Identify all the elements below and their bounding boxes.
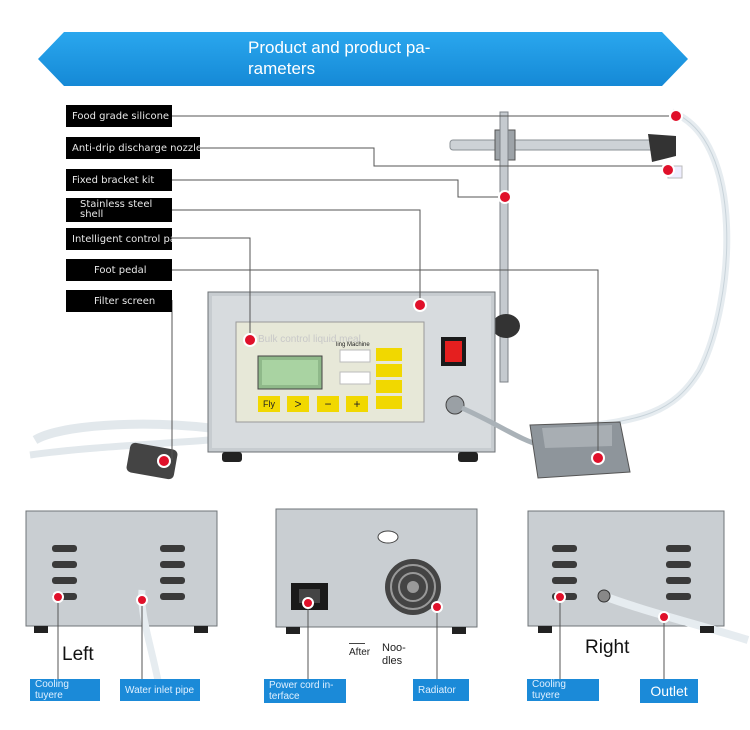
noodles-text: Noo- dles [382,642,406,667]
label-power-cord: Power cord in- terface [264,679,346,703]
panel-title: Bulk control liquid meal [258,334,361,345]
label-shell: Stainless steel shell [66,198,172,222]
label-water-inlet: Water inlet pipe [120,679,200,701]
header-banner: Product and product pa- rameters [38,32,688,86]
label-radiator: Radiator [413,679,469,701]
panel-subtitle: ling Machine [336,342,370,348]
panel-btn-fly[interactable]: Fly [258,396,280,412]
label-control-panel: Intelligent control panel [66,228,172,250]
label-bracket: Fixed bracket kit [66,169,172,191]
page-title: Product and product pa- rameters [248,38,431,78]
banner-arrow-shape [38,32,688,86]
label-cooling-left: Cooling tuyere [30,679,100,701]
label-nozzle: Anti-drip discharge nozzle [66,137,200,159]
panel-btn-next[interactable]: > [287,396,309,412]
right-view-title: Right [585,637,630,658]
panel-btn-plus[interactable]: + [346,396,368,412]
label-outlet: Outlet [640,679,698,703]
panel-btn-minus[interactable]: − [317,396,339,412]
left-view-title: Left [62,644,94,665]
after-mark-icon [349,643,365,644]
label-silicone-tube: Food grade silicone tube [66,105,172,127]
label-pedal: Foot pedal [66,259,172,281]
after-text: After [349,643,370,658]
label-cooling-right: Cooling tuyere [527,679,599,701]
label-filter: Filter screen [66,290,172,312]
